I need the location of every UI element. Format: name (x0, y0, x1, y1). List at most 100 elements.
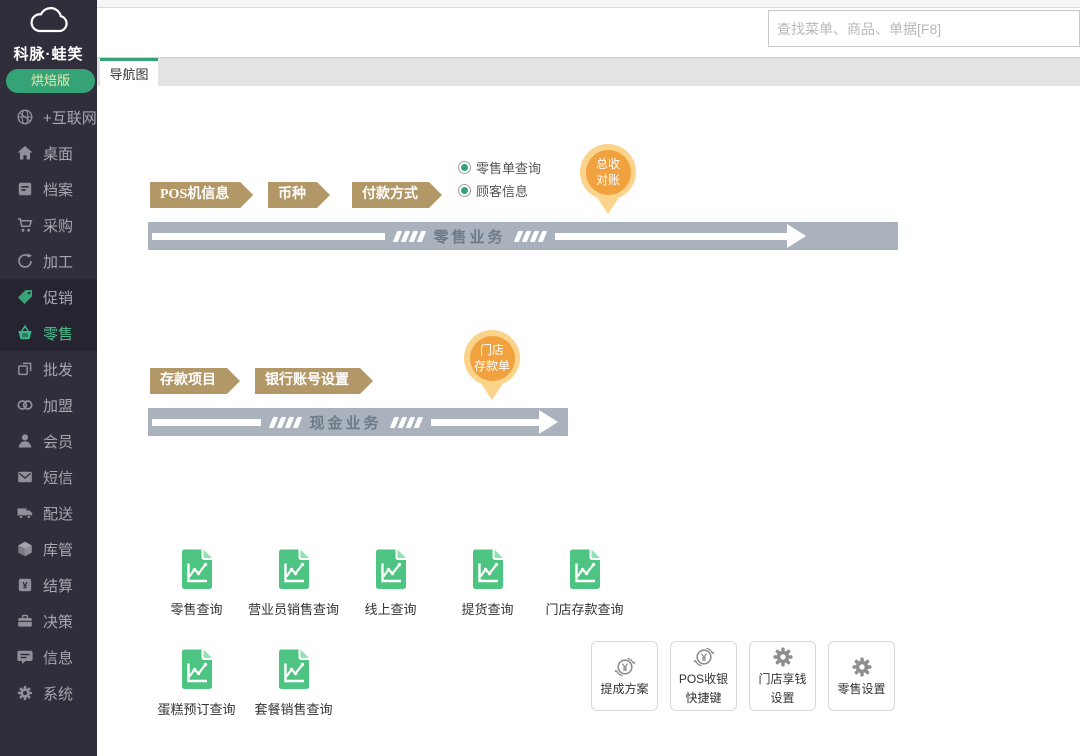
yen-cycle-icon (613, 655, 637, 679)
signpost-label: 付款方式 (362, 187, 418, 202)
card-commission-plan[interactable]: 提成方案 (591, 641, 658, 711)
gear-icon (16, 684, 34, 702)
cart-icon (16, 216, 34, 234)
card-label: 设置 (770, 691, 795, 705)
sidebar-item-settlement[interactable]: ¥ 结算 (0, 567, 97, 603)
sidebar-item-sms[interactable]: 短信 (0, 459, 97, 495)
search-input[interactable] (768, 10, 1080, 47)
report-retail-query[interactable]: 零售查询 (148, 548, 245, 618)
sidebar-item-archives[interactable]: 档案 (0, 171, 97, 207)
sidebar-item-information[interactable]: 信息 (0, 639, 97, 675)
sidebar-item-label: 会员 (43, 433, 74, 451)
card-retail-settings[interactable]: 零售设置 (828, 641, 895, 711)
sidebar: 科脉·蛙笑 烘焙版 +互联网 桌面 档案 采购 加工 (0, 0, 97, 756)
pin-core: 总收 对账 (585, 149, 631, 195)
signpost-deposit-item[interactable]: 存款项目 (150, 368, 240, 394)
sidebar-item-system[interactable]: 系统 (0, 675, 97, 711)
report-label: 门店存款查询 (545, 602, 624, 617)
hash-marks (268, 416, 302, 428)
document-icon (16, 180, 34, 198)
signpost-bank-account-setup[interactable]: 银行账号设置 (255, 368, 373, 394)
hash-marks (513, 230, 547, 242)
sidebar-item-retail[interactable]: 零售 (0, 315, 97, 351)
pin-total-reconciliation[interactable]: 总收 对账 (580, 144, 636, 214)
arrow-line (152, 232, 385, 240)
pin-store-deposit-slip[interactable]: 门店 存款单 (464, 330, 520, 400)
tab-strip: 导航图 (97, 57, 1080, 86)
hash-marks (389, 416, 423, 428)
radio-customer-info[interactable]: 顾客信息 (458, 179, 541, 202)
report-label: 蛋糕预订查询 (157, 702, 236, 717)
report-row-2: 蛋糕预订查询 套餐销售查询 (148, 648, 342, 718)
chat-bubble-icon (16, 648, 34, 666)
report-pickup-query[interactable]: 提货查询 (439, 548, 536, 618)
report-combo-sales-query[interactable]: 套餐销售查询 (245, 648, 342, 718)
sidebar-item-desktop[interactable]: 桌面 (0, 135, 97, 171)
signpost-currency[interactable]: 币种 (268, 182, 330, 208)
report-online-query[interactable]: 线上查询 (342, 548, 439, 618)
sidebar-item-label: 决策 (43, 613, 74, 631)
cloud-logo-icon (30, 7, 68, 33)
pin-label-line1: 总收 (595, 156, 620, 171)
report-store-deposit-query[interactable]: 门店存款查询 (536, 548, 633, 618)
report-label: 线上查询 (364, 602, 417, 617)
yen-cycle-icon (692, 645, 716, 669)
gear-icon (850, 655, 874, 679)
signpost-pos-machine-info[interactable]: POS机信息 (150, 182, 253, 208)
tab-navigation-map[interactable]: 导航图 (100, 58, 158, 86)
yen-square-icon: ¥ (16, 576, 34, 594)
radio-label: 零售单查询 (476, 161, 542, 176)
sidebar-active-group: 促销 零售 (0, 279, 97, 351)
sidebar-item-purchase[interactable]: 采购 (0, 207, 97, 243)
report-doc-icon (373, 548, 409, 590)
pin-core: 门店 存款单 (469, 335, 515, 381)
report-salesclerk-sales-query[interactable]: 营业员销售查询 (245, 548, 342, 618)
report-doc-icon (179, 648, 215, 690)
pin-label-line2: 对账 (595, 173, 620, 187)
card-pos-cashier-hotkeys[interactable]: POS收银 快捷键 (670, 641, 737, 711)
sidebar-item-delivery[interactable]: 配送 (0, 495, 97, 531)
arrow-line (554, 232, 788, 240)
band-title: 现金业务 (309, 415, 382, 432)
card-label: 零售设置 (837, 681, 886, 696)
envelope-icon (16, 468, 34, 486)
signpost-label: 银行账号设置 (265, 373, 349, 388)
retail-query-links: 零售单查询 顾客信息 (458, 156, 541, 202)
signpost-label: POS机信息 (160, 187, 230, 202)
radio-retail-order-query[interactable]: 零售单查询 (458, 156, 541, 179)
sidebar-item-inventory[interactable]: 库管 (0, 531, 97, 567)
card-store-xiangqian-settings[interactable]: 门店享钱 设置 (749, 641, 816, 711)
home-icon (16, 144, 34, 162)
sidebar-item-label: 短信 (43, 469, 74, 487)
signpost-label: 币种 (278, 187, 306, 202)
brand-name: 科脉·蛙笑 (13, 46, 84, 63)
sidebar-item-label: 零售 (43, 325, 74, 343)
report-cake-reservation-query[interactable]: 蛋糕预订查询 (148, 648, 245, 718)
stacked-squares-icon (16, 360, 34, 378)
sidebar-item-label: +互联网 (43, 109, 97, 127)
report-label: 套餐销售查询 (254, 702, 333, 717)
globe-icon (16, 108, 34, 126)
sidebar-item-wholesale[interactable]: 批发 (0, 351, 97, 387)
sidebar-item-franchise[interactable]: 加盟 (0, 387, 97, 423)
card-label: 门店享钱 (758, 672, 807, 687)
app-logo: 科脉·蛙笑 (0, 0, 97, 64)
sidebar-item-member[interactable]: 会员 (0, 423, 97, 459)
sidebar-item-promotion[interactable]: 促销 (0, 279, 97, 315)
sidebar-item-internet[interactable]: +互联网 (0, 99, 97, 135)
signpost-payment-method[interactable]: 付款方式 (352, 182, 442, 208)
briefcase-icon (16, 612, 34, 630)
sidebar-item-decision[interactable]: 决策 (0, 603, 97, 639)
svg-text:¥: ¥ (22, 581, 28, 592)
report-label: 提货查询 (461, 602, 514, 617)
edition-badge: 烘焙版 (6, 69, 95, 93)
pin-tail (478, 379, 506, 400)
report-label: 营业员销售查询 (247, 602, 339, 617)
radio-label: 顾客信息 (476, 184, 529, 199)
cube-icon (16, 540, 34, 558)
report-doc-icon (276, 548, 312, 590)
sidebar-item-processing[interactable]: 加工 (0, 243, 97, 279)
report-label: 零售查询 (170, 602, 223, 617)
top-bar (97, 0, 1080, 57)
arrow-line (430, 418, 540, 426)
